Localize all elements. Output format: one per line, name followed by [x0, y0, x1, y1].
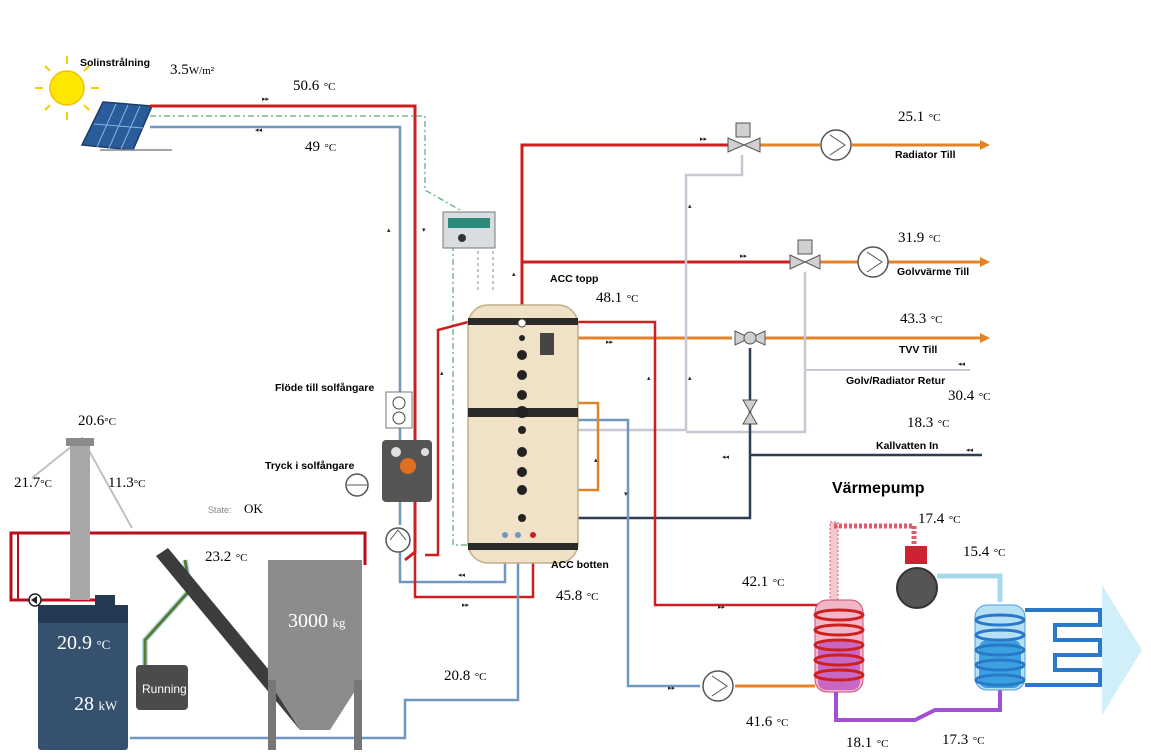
chimney-right-temp: 11.3°C	[108, 475, 146, 491]
solar-supply-temp: 50.6 °C	[293, 78, 336, 94]
floor-radiator-return-temp: 30.4 °C	[948, 388, 991, 404]
state-value: OK	[244, 501, 263, 516]
hp-bottom-temp-2: 17.3 °C	[942, 732, 985, 748]
cold-water-in-temp: 18.3 °C	[907, 415, 950, 431]
svg-text:▸▸: ▸▸	[668, 684, 676, 692]
acc-bottom-label: ACC botten	[551, 559, 609, 571]
hp-bottom-temp-1: 18.1 °C	[846, 735, 889, 751]
hp-to-condenser-temp: 42.1 °C	[742, 574, 785, 590]
solar-radiation-label: Solinstrålning	[80, 57, 151, 69]
accumulator-tank	[467, 304, 579, 564]
dhw-supply-temp: 43.3 °C	[900, 311, 943, 327]
flow-to-collector-label: Flöde till solfångare	[275, 382, 375, 394]
silo	[268, 560, 362, 730]
svg-text:◂◂: ◂◂	[966, 446, 974, 454]
solar-collector	[80, 101, 172, 151]
svg-text:▴: ▴	[688, 202, 692, 210]
solar-return-temp: 49 °C	[305, 139, 337, 155]
svg-text:▸▸: ▸▸	[718, 603, 726, 611]
sun-icon	[35, 56, 99, 120]
svg-text:▴: ▴	[647, 374, 651, 382]
hp-compressor-out-temp: 15.4 °C	[963, 544, 1006, 560]
svg-text:◂◂: ◂◂	[722, 453, 730, 461]
auger-temp: 23.2 °C	[205, 549, 248, 565]
chimney-top-temp: 20.6°C	[78, 413, 116, 429]
state-label: State:	[208, 505, 232, 515]
svg-text:▴: ▴	[594, 456, 598, 464]
dhw-supply-label: TVV Till	[899, 344, 938, 356]
svg-text:▴: ▴	[688, 374, 692, 382]
chimney-left-temp: 21.7°C	[14, 475, 52, 491]
solar-radiation-reading: 3.5W/m²	[170, 62, 215, 78]
svg-text:▴: ▴	[387, 226, 391, 234]
solar-controller	[442, 211, 496, 249]
hp-return-pump-temp: 41.6 °C	[746, 714, 789, 730]
floor-radiator-return-label: Golv/Radiator Retur	[846, 375, 946, 387]
svg-text:▴: ▴	[440, 369, 444, 377]
radiator-supply-temp: 25.1 °C	[898, 109, 941, 125]
acc-top-label: ACC topp	[550, 273, 599, 285]
solar-return-pipe	[150, 125, 402, 395]
svg-text:▸▸: ▸▸	[462, 601, 470, 609]
radiator-supply-label: Radiator Till	[895, 149, 956, 161]
svg-text:▴: ▴	[512, 270, 516, 278]
solar-supply-pipe	[150, 104, 417, 562]
burner	[136, 665, 188, 710]
heat-pump-title: Värmepump	[832, 480, 925, 497]
boiler-temp: 20.9 °C	[57, 632, 111, 654]
svg-text:▾: ▾	[624, 490, 628, 498]
svg-text:◂◂: ◂◂	[958, 360, 966, 368]
floor-heating-supply-temp: 31.9 °C	[898, 230, 941, 246]
pressure-in-collector-label: Tryck i solfångare	[265, 460, 355, 472]
svg-text:▸▸: ▸▸	[740, 252, 748, 260]
burner-status: Running	[142, 682, 187, 696]
cold-water-in-label: Kallvatten In	[876, 440, 939, 452]
svg-text:◂◂: ◂◂	[255, 126, 263, 134]
svg-text:▸▸: ▸▸	[700, 135, 708, 143]
hp-compressor-in-temp: 17.4 °C	[918, 511, 961, 527]
acc-bottom-temp: 45.8 °C	[556, 588, 599, 604]
floor-heating-supply-label: Golvvärme Till	[897, 266, 970, 278]
svg-text:▸▸: ▸▸	[262, 95, 270, 103]
heat-pump	[813, 521, 1142, 722]
svg-text:▾: ▾	[422, 226, 426, 234]
boiler-return-temp: 20.8 °C	[444, 668, 487, 684]
acc-top-temp: 48.1 °C	[596, 290, 639, 306]
svg-text:▸▸: ▸▸	[606, 338, 614, 346]
silo-mass: 3000 kg	[288, 610, 346, 632]
svg-text:◂◂: ◂◂	[458, 571, 466, 579]
boiler-power: 28 kW	[74, 693, 118, 715]
boiler-body	[38, 605, 128, 750]
